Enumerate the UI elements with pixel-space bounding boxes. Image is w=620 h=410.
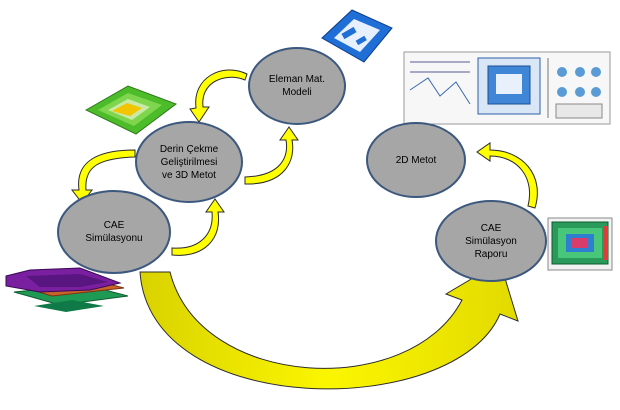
curved-arrow-derin-to-eleman [189,69,248,123]
blue-part-thumbnail [321,9,393,63]
node-cae-simulasyon-raporu [435,200,547,282]
node-cae-simulasyonu [57,190,171,274]
curved-arrow-eleman-to-derin [244,126,299,185]
curved-arrow-rapor-to-2dmetot [476,142,538,209]
purple-simulation-thumbnail [5,267,129,312]
node-eleman-mat-modeli [248,47,346,125]
curved-arrow-cae-to-derin [171,198,225,256]
node-2d-metot [366,122,466,198]
node-derin-cekme [135,121,243,203]
green-die-thumbnail [84,85,178,135]
simulation-report-thumbnail [547,217,613,271]
layout-drawing-thumbnail [403,51,611,125]
big-curved-arrow [139,261,519,390]
